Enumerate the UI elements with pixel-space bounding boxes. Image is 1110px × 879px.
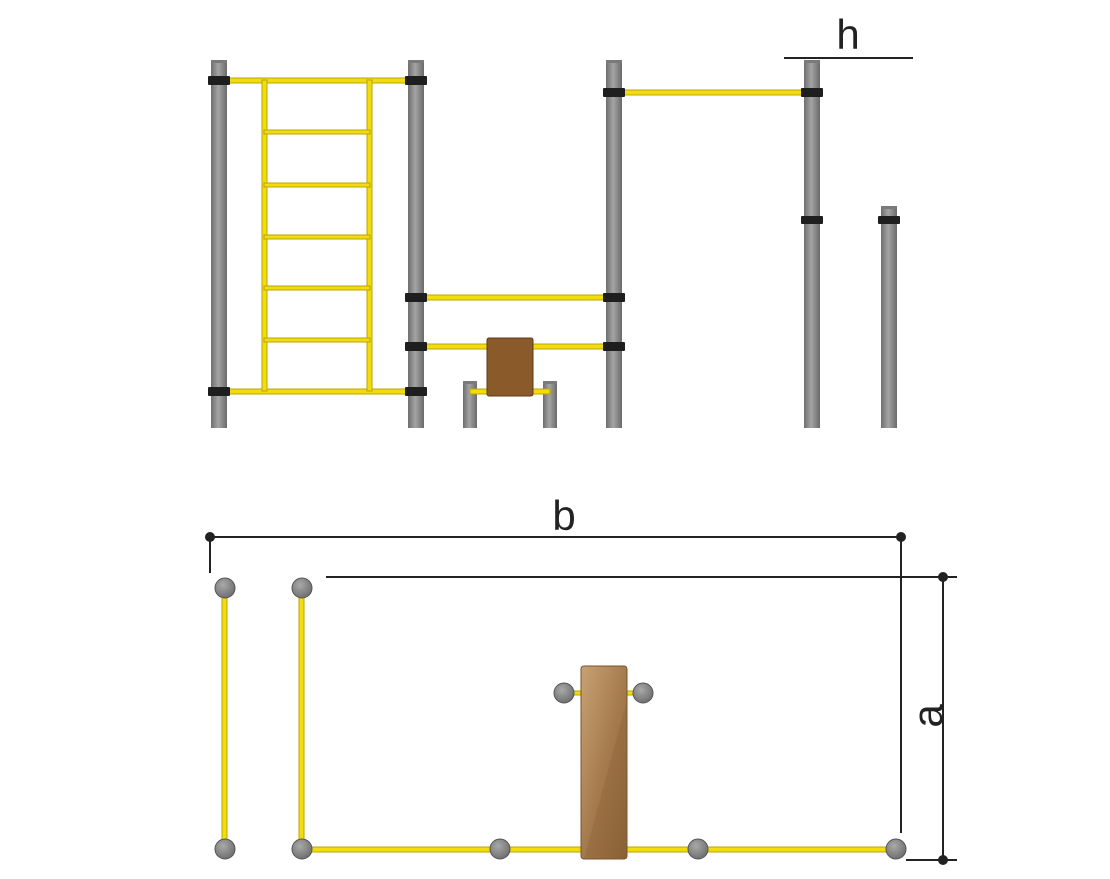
post-cap (463, 381, 477, 384)
plan-view: b a (205, 492, 957, 865)
clamp (208, 76, 230, 85)
ladder-bottom-rail (221, 388, 413, 395)
clamp (801, 88, 823, 97)
clamp (405, 387, 427, 396)
ladder-rung (263, 285, 371, 291)
plan-post (214, 838, 236, 860)
clamp (405, 293, 427, 302)
pull-up-bar (617, 89, 811, 96)
post-cap (606, 60, 622, 63)
plan-bench-post (632, 682, 654, 704)
plan-post (291, 577, 313, 599)
bench-backrest (486, 337, 534, 397)
clamp (801, 216, 823, 224)
post-cap (408, 60, 424, 63)
bench-seat-shade (584, 700, 627, 859)
plan-posts (214, 577, 907, 860)
plan-post (489, 838, 511, 860)
elevation-posts (211, 60, 897, 428)
bench-seat (580, 665, 628, 860)
post-short-right (881, 206, 897, 428)
clamp (405, 342, 427, 351)
elevation-view: h (208, 11, 913, 428)
post-ladder-left (211, 60, 227, 428)
dimension-b: b (205, 492, 906, 833)
clamp (878, 216, 900, 224)
plan-post (885, 838, 907, 860)
post-cap (211, 60, 227, 63)
ladder-rung (263, 337, 371, 343)
clamps (208, 76, 900, 396)
post-cap (881, 206, 897, 209)
plan-post (687, 838, 709, 860)
post-middle-right (606, 60, 622, 428)
dimension-a-end-top (938, 572, 948, 582)
bench-elevation (469, 337, 551, 397)
clamp (603, 293, 625, 302)
clamp (405, 76, 427, 85)
post-cap (804, 60, 820, 63)
middle-upper-bar (419, 294, 613, 301)
ladder-top-rail (221, 77, 413, 84)
clamp (208, 387, 230, 396)
dimension-b-label: b (552, 492, 575, 539)
clamp (603, 88, 625, 97)
plan-post (291, 838, 313, 860)
wall-ladder (221, 77, 413, 395)
bench-post-right (543, 381, 557, 428)
dimension-h-label: h (836, 11, 859, 58)
ladder-rungs (263, 129, 371, 343)
post-cap (543, 381, 557, 384)
plan-left-rail (298, 587, 305, 851)
ladder-rung (263, 129, 371, 135)
clamp (603, 342, 625, 351)
dimension-h: h (784, 11, 913, 59)
dimension-a-label: a (904, 704, 951, 728)
bench-plan (580, 665, 628, 860)
plan-bench-post (553, 682, 575, 704)
dimension-a-end-bottom (938, 855, 948, 865)
ladder-rung (263, 234, 371, 240)
dimension-a: a (326, 572, 957, 865)
ladder-rung (263, 182, 371, 188)
plan-post (214, 577, 236, 599)
post-pullup-right (804, 60, 820, 428)
plan-rails (221, 587, 899, 853)
plan-ladder-rail (221, 587, 228, 851)
post-ladder-right (408, 60, 424, 428)
bench-post-left (463, 381, 477, 428)
